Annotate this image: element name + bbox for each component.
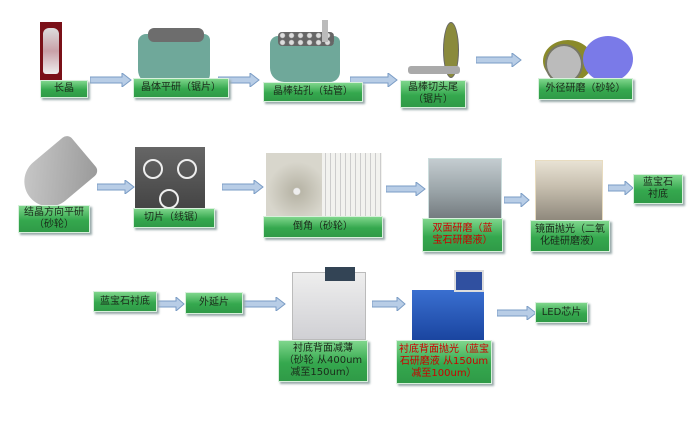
step-double-side-lapping: 双面研磨（蓝 宝石研磨液） — [422, 218, 503, 252]
arrow — [222, 180, 264, 194]
step-orientation-flat: 结晶方向平研 （砂轮） — [18, 205, 90, 233]
crystal-growth-image — [40, 22, 62, 80]
arrow — [476, 53, 522, 67]
boule-flat-grinding-image — [138, 28, 210, 84]
step-led-chip: LED芯片 — [535, 302, 588, 323]
step-sapphire-substrate: 蓝宝石 衬底 — [633, 174, 683, 204]
drill-tube — [322, 20, 328, 42]
arrow — [497, 306, 537, 320]
polishing-machine-image — [412, 270, 484, 340]
arrow — [90, 73, 132, 87]
step-wire-slicing: 切片（线锯） — [133, 208, 215, 228]
thinning-machine-image — [292, 267, 366, 340]
od-grinding-image — [543, 32, 633, 86]
step-boule-drilling: 晶棒钻孔（钻管） — [263, 82, 363, 102]
arrow — [97, 180, 135, 194]
step-epitaxial-wafer: 外延片 — [185, 292, 243, 314]
arrow — [386, 182, 426, 196]
saw-blade-image — [443, 22, 459, 78]
step-sapphire-substrate-2: 蓝宝石衬底 — [93, 291, 157, 312]
chamfer-image — [266, 153, 382, 217]
step-crystal-growth: 长晶 — [40, 80, 88, 98]
step-chamfering: 倒角（砂轮） — [263, 216, 383, 238]
step-mirror-polishing: 镜面抛光（二氧 化硅研磨液） — [530, 220, 610, 252]
step-backside-polishing: 衬底背面抛光（蓝宝 石研磨液 从150um 减至100um） — [396, 340, 492, 384]
rod-image — [408, 66, 460, 74]
arrow — [372, 297, 406, 311]
step-boule-flat-grinding: 晶体平研（锯片） — [133, 78, 229, 98]
step-backside-thinning: 衬底背面减薄 （砂轮 从400um 减至150um） — [278, 340, 368, 382]
arrow — [242, 297, 286, 311]
double-side-lapping-image — [428, 158, 502, 224]
arrow — [158, 297, 185, 311]
arrow — [504, 193, 530, 207]
mirror-polishing-image — [535, 160, 603, 224]
step-od-grinding: 外径研磨（砂轮） — [538, 78, 633, 100]
boule-drilling-image — [270, 32, 340, 82]
step-crop-ends: 晶棒切头尾 （锯片） — [400, 80, 466, 108]
arrow — [608, 181, 634, 195]
